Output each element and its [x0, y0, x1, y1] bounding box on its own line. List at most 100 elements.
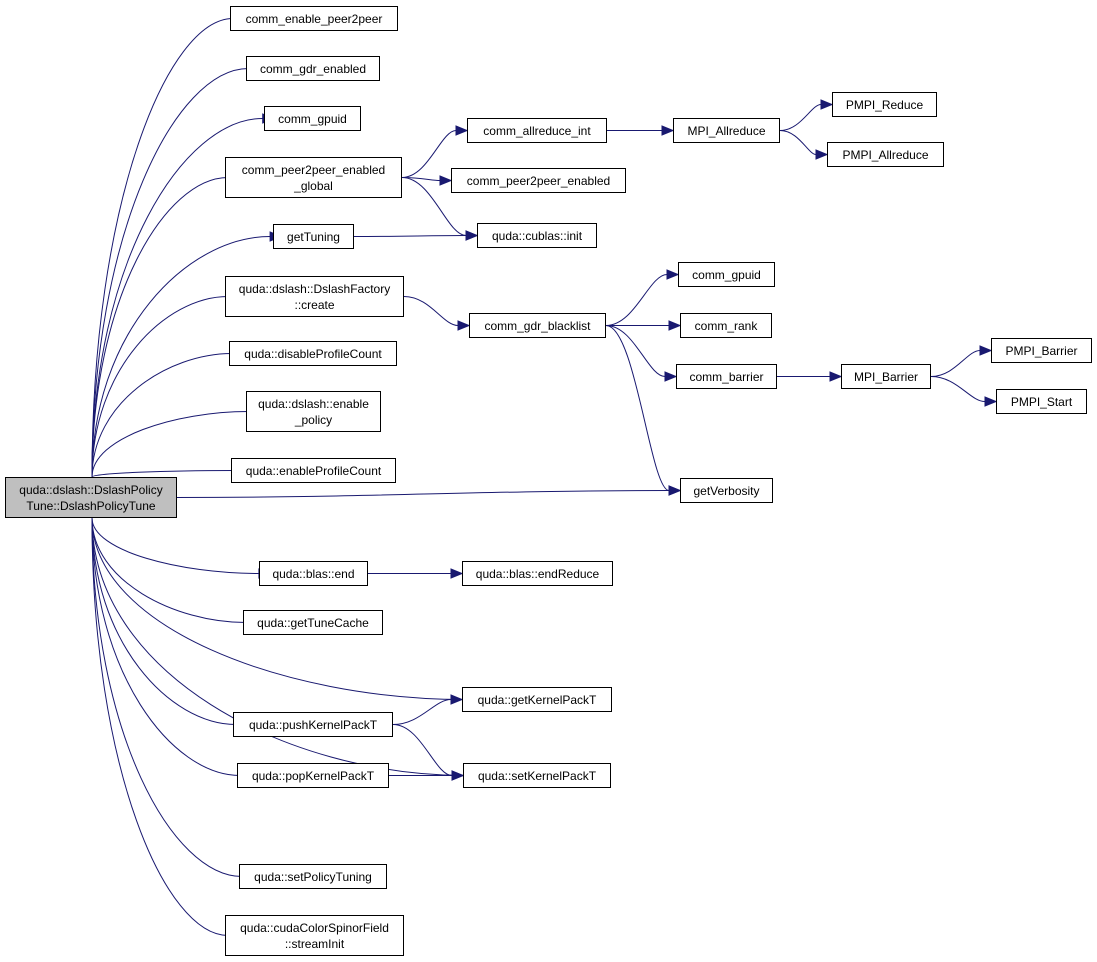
node-label: comm_barrier — [689, 369, 764, 384]
edge-root-to-disableProfileCount — [91, 353, 233, 478]
edge-MPI_Barrier-to-PMPI_Start — [930, 376, 986, 402]
edge-root-to-streamInit — [91, 517, 229, 936]
node-label: quda::cudaColorSpinorField — [240, 920, 389, 935]
node-get-kernel-packt[interactable]: quda::getKernelPackT — [462, 687, 612, 712]
edge-pushKernelPackT-to-setKernelPackT — [392, 724, 453, 776]
node-comm-barrier[interactable]: comm_barrier — [676, 364, 777, 389]
node-pmpi-start[interactable]: PMPI_Start — [996, 389, 1087, 414]
node-label: ::streamInit — [284, 936, 345, 951]
edge-arrowhead — [829, 371, 843, 382]
node-label: MPI_Allreduce — [687, 123, 766, 138]
node-dslashfactory-create[interactable]: quda::dslash::DslashFactory::create — [225, 276, 404, 317]
node-comm-peer2peer-enabled-global[interactable]: comm_peer2peer_enabled_global — [225, 157, 402, 198]
node-get-tune-cache[interactable]: quda::getTuneCache — [243, 610, 383, 635]
node-label: comm_gpuid — [692, 267, 761, 282]
edge-arrowhead — [457, 320, 471, 331]
edge-getTuning-to-cublas_init — [353, 235, 467, 237]
edge-root-to-getTuning — [91, 236, 271, 478]
node-label: comm_peer2peer_enabled — [466, 173, 611, 188]
edge-arrowhead — [979, 345, 993, 356]
node-label: quda::blas::end — [272, 566, 355, 581]
edge-arrowhead — [439, 175, 453, 186]
edge-root-to-blas_end — [91, 517, 259, 574]
edge-root-to-pushKernelPackT — [91, 517, 237, 725]
node-label: quda::disableProfileCount — [244, 346, 382, 361]
edge-arrowhead — [450, 568, 464, 579]
node-comm-peer2peer-enabled[interactable]: comm_peer2peer_enabled — [451, 168, 626, 193]
node-comm-gdr-enabled[interactable]: comm_gdr_enabled — [246, 56, 380, 81]
node-pop-kernel-packt[interactable]: quda::popKernelPackT — [237, 763, 389, 788]
node-label: comm_rank — [694, 318, 758, 333]
node-label: PMPI_Allreduce — [842, 147, 929, 162]
node-label: getTuning — [287, 229, 340, 244]
node-label: quda::dslash::DslashFactory — [238, 281, 391, 296]
node-label: comm_allreduce_int — [483, 123, 591, 138]
edge-arrowhead — [450, 694, 464, 705]
node-label: comm_peer2peer_enabled — [241, 162, 386, 177]
node-label: quda::getKernelPackT — [477, 692, 597, 707]
node-cublas-init[interactable]: quda::cublas::init — [477, 223, 597, 248]
node-stream-init[interactable]: quda::cudaColorSpinorField::streamInit — [225, 915, 404, 956]
edge-root-to-enable_policy — [91, 411, 249, 478]
node-label: ::create — [294, 297, 335, 312]
edge-arrowhead — [820, 99, 834, 110]
edge-arrowhead — [668, 485, 682, 496]
edge-comm_gdr_blacklist-to-comm_barrier — [605, 325, 666, 377]
edge-comm_gdr_blacklist-to-getVerbosity — [605, 325, 670, 491]
node-label: comm_gdr_enabled — [259, 61, 367, 76]
node-label: PMPI_Start — [1010, 394, 1073, 409]
node-set-kernel-packt[interactable]: quda::setKernelPackT — [463, 763, 611, 788]
node-push-kernel-packt[interactable]: quda::pushKernelPackT — [233, 712, 393, 737]
node-enable-profile-count[interactable]: quda::enableProfileCount — [231, 458, 396, 483]
node-gettuning[interactable]: getTuning — [273, 224, 354, 249]
node-set-policy-tuning[interactable]: quda::setPolicyTuning — [239, 864, 387, 889]
node-label: getVerbosity — [693, 483, 760, 498]
edge-MPI_Barrier-to-PMPI_Barrier — [930, 350, 981, 377]
node-enable-policy[interactable]: quda::dslash::enable_policy — [246, 391, 381, 432]
node-comm-gdr-blacklist[interactable]: comm_gdr_blacklist — [469, 313, 606, 338]
node-label: comm_gdr_blacklist — [484, 318, 591, 333]
node-pmpi-allreduce[interactable]: PMPI_Allreduce — [827, 142, 944, 167]
node-pmpi-reduce[interactable]: PMPI_Reduce — [832, 92, 937, 117]
node-blas-end[interactable]: quda::blas::end — [259, 561, 368, 586]
node-label: PMPI_Reduce — [845, 97, 924, 112]
edge-root-to-enableProfileCount — [91, 470, 235, 478]
node-comm-enable-peer2peer[interactable]: comm_enable_peer2peer — [230, 6, 398, 31]
edge-arrowhead — [984, 396, 998, 407]
edge-arrowhead — [451, 770, 465, 781]
node-label: quda::cublas::init — [491, 228, 583, 243]
node-label: _policy — [294, 412, 333, 427]
node-label: quda::pushKernelPackT — [248, 717, 378, 732]
node-blas-end-reduce[interactable]: quda::blas::endReduce — [462, 561, 613, 586]
edge-root-to-comm_gpuid_1 — [91, 118, 263, 478]
node-label: quda::blas::endReduce — [475, 566, 600, 581]
node-label: quda::dslash::DslashPolicy — [19, 482, 163, 497]
node-disable-profile-count[interactable]: quda::disableProfileCount — [229, 341, 397, 366]
node-comm-gpuid-2[interactable]: comm_gpuid — [678, 262, 775, 287]
node-mpi-barrier[interactable]: MPI_Barrier — [841, 364, 931, 389]
node-label: Tune::DslashPolicyTune — [26, 498, 156, 513]
edge-arrowhead — [465, 230, 479, 241]
node-mpi-allreduce[interactable]: MPI_Allreduce — [673, 118, 780, 143]
edge-root-to-getTuneCache — [91, 517, 247, 623]
edge-root-to-comm_peer2peer_enabled_global — [91, 177, 229, 478]
edge-dslashfactory_create-to-comm_gdr_blacklist — [403, 296, 459, 326]
edge-root-to-comm_enable_peer2peer — [91, 18, 234, 478]
edge-root-to-setPolicyTuning — [91, 517, 243, 877]
node-comm-allreduce-int[interactable]: comm_allreduce_int — [467, 118, 607, 143]
node-get-verbosity[interactable]: getVerbosity — [680, 478, 773, 503]
node-label: quda::popKernelPackT — [251, 768, 375, 783]
edge-arrowhead — [455, 125, 469, 136]
node-comm-gpuid[interactable]: comm_gpuid — [264, 106, 361, 131]
edge-root-to-comm_gdr_enabled — [91, 68, 249, 478]
node-label: quda::getTuneCache — [257, 615, 369, 630]
node-pmpi-barrier[interactable]: PMPI_Barrier — [991, 338, 1092, 363]
edge-comm_gdr_blacklist-to-comm_gpuid_2 — [605, 274, 668, 326]
edge-root-to-popKernelPackT — [91, 517, 241, 776]
node-label: PMPI_Barrier — [1005, 343, 1078, 358]
node-label: comm_gpuid — [278, 111, 347, 126]
node-label: quda::enableProfileCount — [245, 463, 382, 478]
node-comm-rank[interactable]: comm_rank — [680, 313, 772, 338]
